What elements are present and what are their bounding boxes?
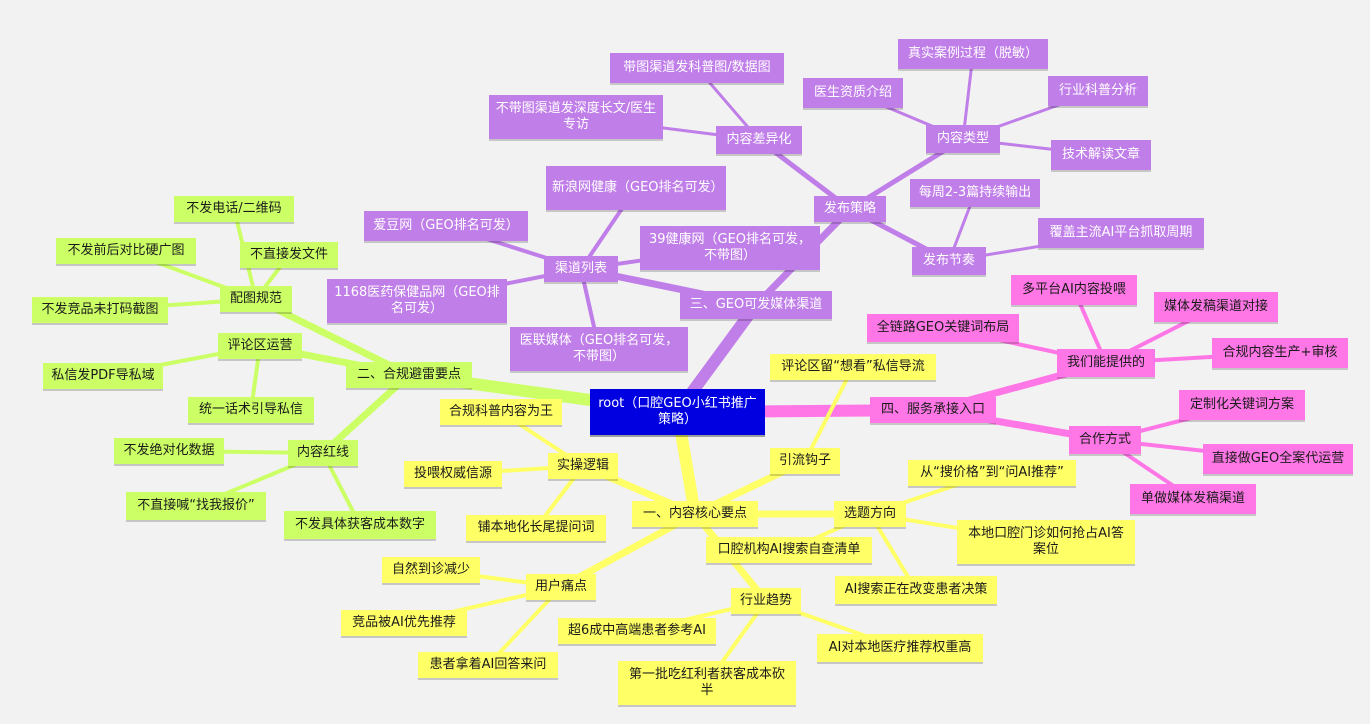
node-no-cost-number[interactable]: 不发具体获客成本数字 bbox=[284, 511, 436, 539]
node-competitor-ai[interactable]: 竞品被AI优先推荐 bbox=[341, 610, 467, 636]
node-doctor-intro[interactable]: 医生资质介绍 bbox=[803, 78, 903, 108]
node-no-competitor-shot[interactable]: 不发竞品未打码截图 bbox=[32, 297, 168, 323]
node-aidou[interactable]: 爱豆网（GEO排名可发） bbox=[364, 211, 528, 241]
node-media-only[interactable]: 单做媒体发稿渠道 bbox=[1130, 484, 1256, 514]
node-yilian[interactable]: 医联媒体（GEO排名可发，不带图） bbox=[510, 327, 688, 371]
node-compliant-science[interactable]: 合规科普内容为王 bbox=[440, 399, 562, 425]
node-comment-ops[interactable]: 评论区运营 bbox=[218, 333, 302, 359]
node-multi-platform[interactable]: 多平台AI内容投喂 bbox=[1011, 275, 1137, 305]
node-we-provide[interactable]: 我们能提供的 bbox=[1057, 349, 1155, 377]
branch-content-core[interactable]: 一、内容核心要点 bbox=[632, 501, 758, 527]
node-patient-ai-answer[interactable]: 患者拿着AI回答来问 bbox=[418, 652, 558, 678]
node-user-pain[interactable]: 用户痛点 bbox=[526, 574, 596, 600]
node-cooperation[interactable]: 合作方式 bbox=[1069, 426, 1141, 454]
node-image-rules[interactable]: 配图规范 bbox=[220, 286, 292, 312]
node-cover-ai-crawl[interactable]: 覆盖主流AI平台抓取周期 bbox=[1038, 218, 1204, 248]
node-custom-keyword[interactable]: 定制化关键词方案 bbox=[1179, 390, 1305, 420]
node-fewer-visits[interactable]: 自然到诊减少 bbox=[382, 557, 480, 583]
node-weekly-output[interactable]: 每周2-3篇持续输出 bbox=[910, 179, 1040, 207]
root-node[interactable]: root（口腔GEO小红书推广策略） bbox=[590, 389, 765, 435]
node-compliant-production[interactable]: 合规内容生产+审核 bbox=[1212, 338, 1348, 368]
node-early-adopters[interactable]: 第一批吃红利者获客成本砍半 bbox=[618, 661, 796, 705]
node-price-to-ai[interactable]: 从“搜价格”到“问AI推荐” bbox=[908, 460, 1076, 486]
node-local-clinic-ai[interactable]: 本地口腔门诊如何抢占AI答案位 bbox=[957, 520, 1135, 564]
node-real-case[interactable]: 真实案例过程（脱敏） bbox=[898, 39, 1048, 69]
node-industry-trend[interactable]: 行业趋势 bbox=[731, 588, 801, 614]
node-image-channel[interactable]: 带图渠道发科普图/数据图 bbox=[610, 53, 784, 83]
node-full-operation[interactable]: 直接做GEO全案代运营 bbox=[1203, 444, 1353, 474]
node-60pct-patients[interactable]: 超6成中高端患者参考AI bbox=[558, 618, 716, 644]
node-no-phone-qr[interactable]: 不发电话/二维码 bbox=[174, 196, 294, 222]
node-full-keyword[interactable]: 全链路GEO关键词布局 bbox=[867, 314, 1019, 342]
node-unified-script[interactable]: 统一话术引导私信 bbox=[188, 397, 314, 423]
node-self-check[interactable]: 口腔机构AI搜索自查清单 bbox=[706, 537, 872, 563]
node-tech-article[interactable]: 技术解读文章 bbox=[1051, 140, 1151, 170]
branch-compliance[interactable]: 二、合规避雷要点 bbox=[346, 362, 472, 388]
node-media-connect[interactable]: 媒体发稿渠道对接 bbox=[1154, 292, 1278, 322]
node-content-diff[interactable]: 内容差异化 bbox=[716, 126, 802, 154]
node-topic-direction[interactable]: 选题方向 bbox=[834, 501, 906, 527]
node-longtail-keywords[interactable]: 铺本地化长尾提问词 bbox=[466, 515, 606, 541]
node-content-redline[interactable]: 内容红线 bbox=[288, 440, 358, 466]
node-publish-rhythm[interactable]: 发布节奏 bbox=[912, 247, 986, 275]
node-comment-dm[interactable]: 评论区留“想看”私信导流 bbox=[770, 354, 936, 380]
node-publish-strategy[interactable]: 发布策略 bbox=[814, 196, 886, 222]
node-39health[interactable]: 39健康网（GEO排名可发，不带图） bbox=[640, 226, 820, 270]
node-authoritative-source[interactable]: 投喂权威信源 bbox=[404, 461, 502, 487]
node-1168[interactable]: 1168医药保健品网（GEO排名可发） bbox=[327, 279, 507, 323]
node-content-type[interactable]: 内容类型 bbox=[926, 125, 1000, 153]
node-pdf-private[interactable]: 私信发PDF导私域 bbox=[43, 363, 163, 389]
node-traffic-hook[interactable]: 引流钩子 bbox=[770, 448, 840, 474]
connector-b1_5-b1_5_1 bbox=[803, 365, 855, 463]
node-no-absolute-data[interactable]: 不发绝对化数据 bbox=[114, 438, 224, 464]
node-text-channel[interactable]: 不带图渠道发深度长文/医生专访 bbox=[489, 95, 663, 139]
branch-media-channels[interactable]: 三、GEO可发媒体渠道 bbox=[680, 291, 832, 319]
branch-service-entry[interactable]: 四、服务承接入口 bbox=[870, 397, 996, 423]
node-industry-analysis[interactable]: 行业科普分析 bbox=[1048, 76, 1148, 106]
node-no-before-after[interactable]: 不发前后对比硬广图 bbox=[56, 238, 196, 264]
node-practical-logic[interactable]: 实操逻辑 bbox=[548, 453, 618, 479]
node-no-quote-call[interactable]: 不直接喊“找我报价” bbox=[126, 492, 266, 520]
node-no-file[interactable]: 不直接发文件 bbox=[240, 242, 338, 268]
node-ai-changing[interactable]: AI搜索正在改变患者决策 bbox=[835, 576, 997, 604]
node-channel-list[interactable]: 渠道列表 bbox=[544, 256, 618, 282]
node-sina-health[interactable]: 新浪网健康（GEO排名可发） bbox=[546, 166, 726, 210]
node-local-weight[interactable]: AI对本地医疗推荐权重高 bbox=[817, 634, 983, 662]
